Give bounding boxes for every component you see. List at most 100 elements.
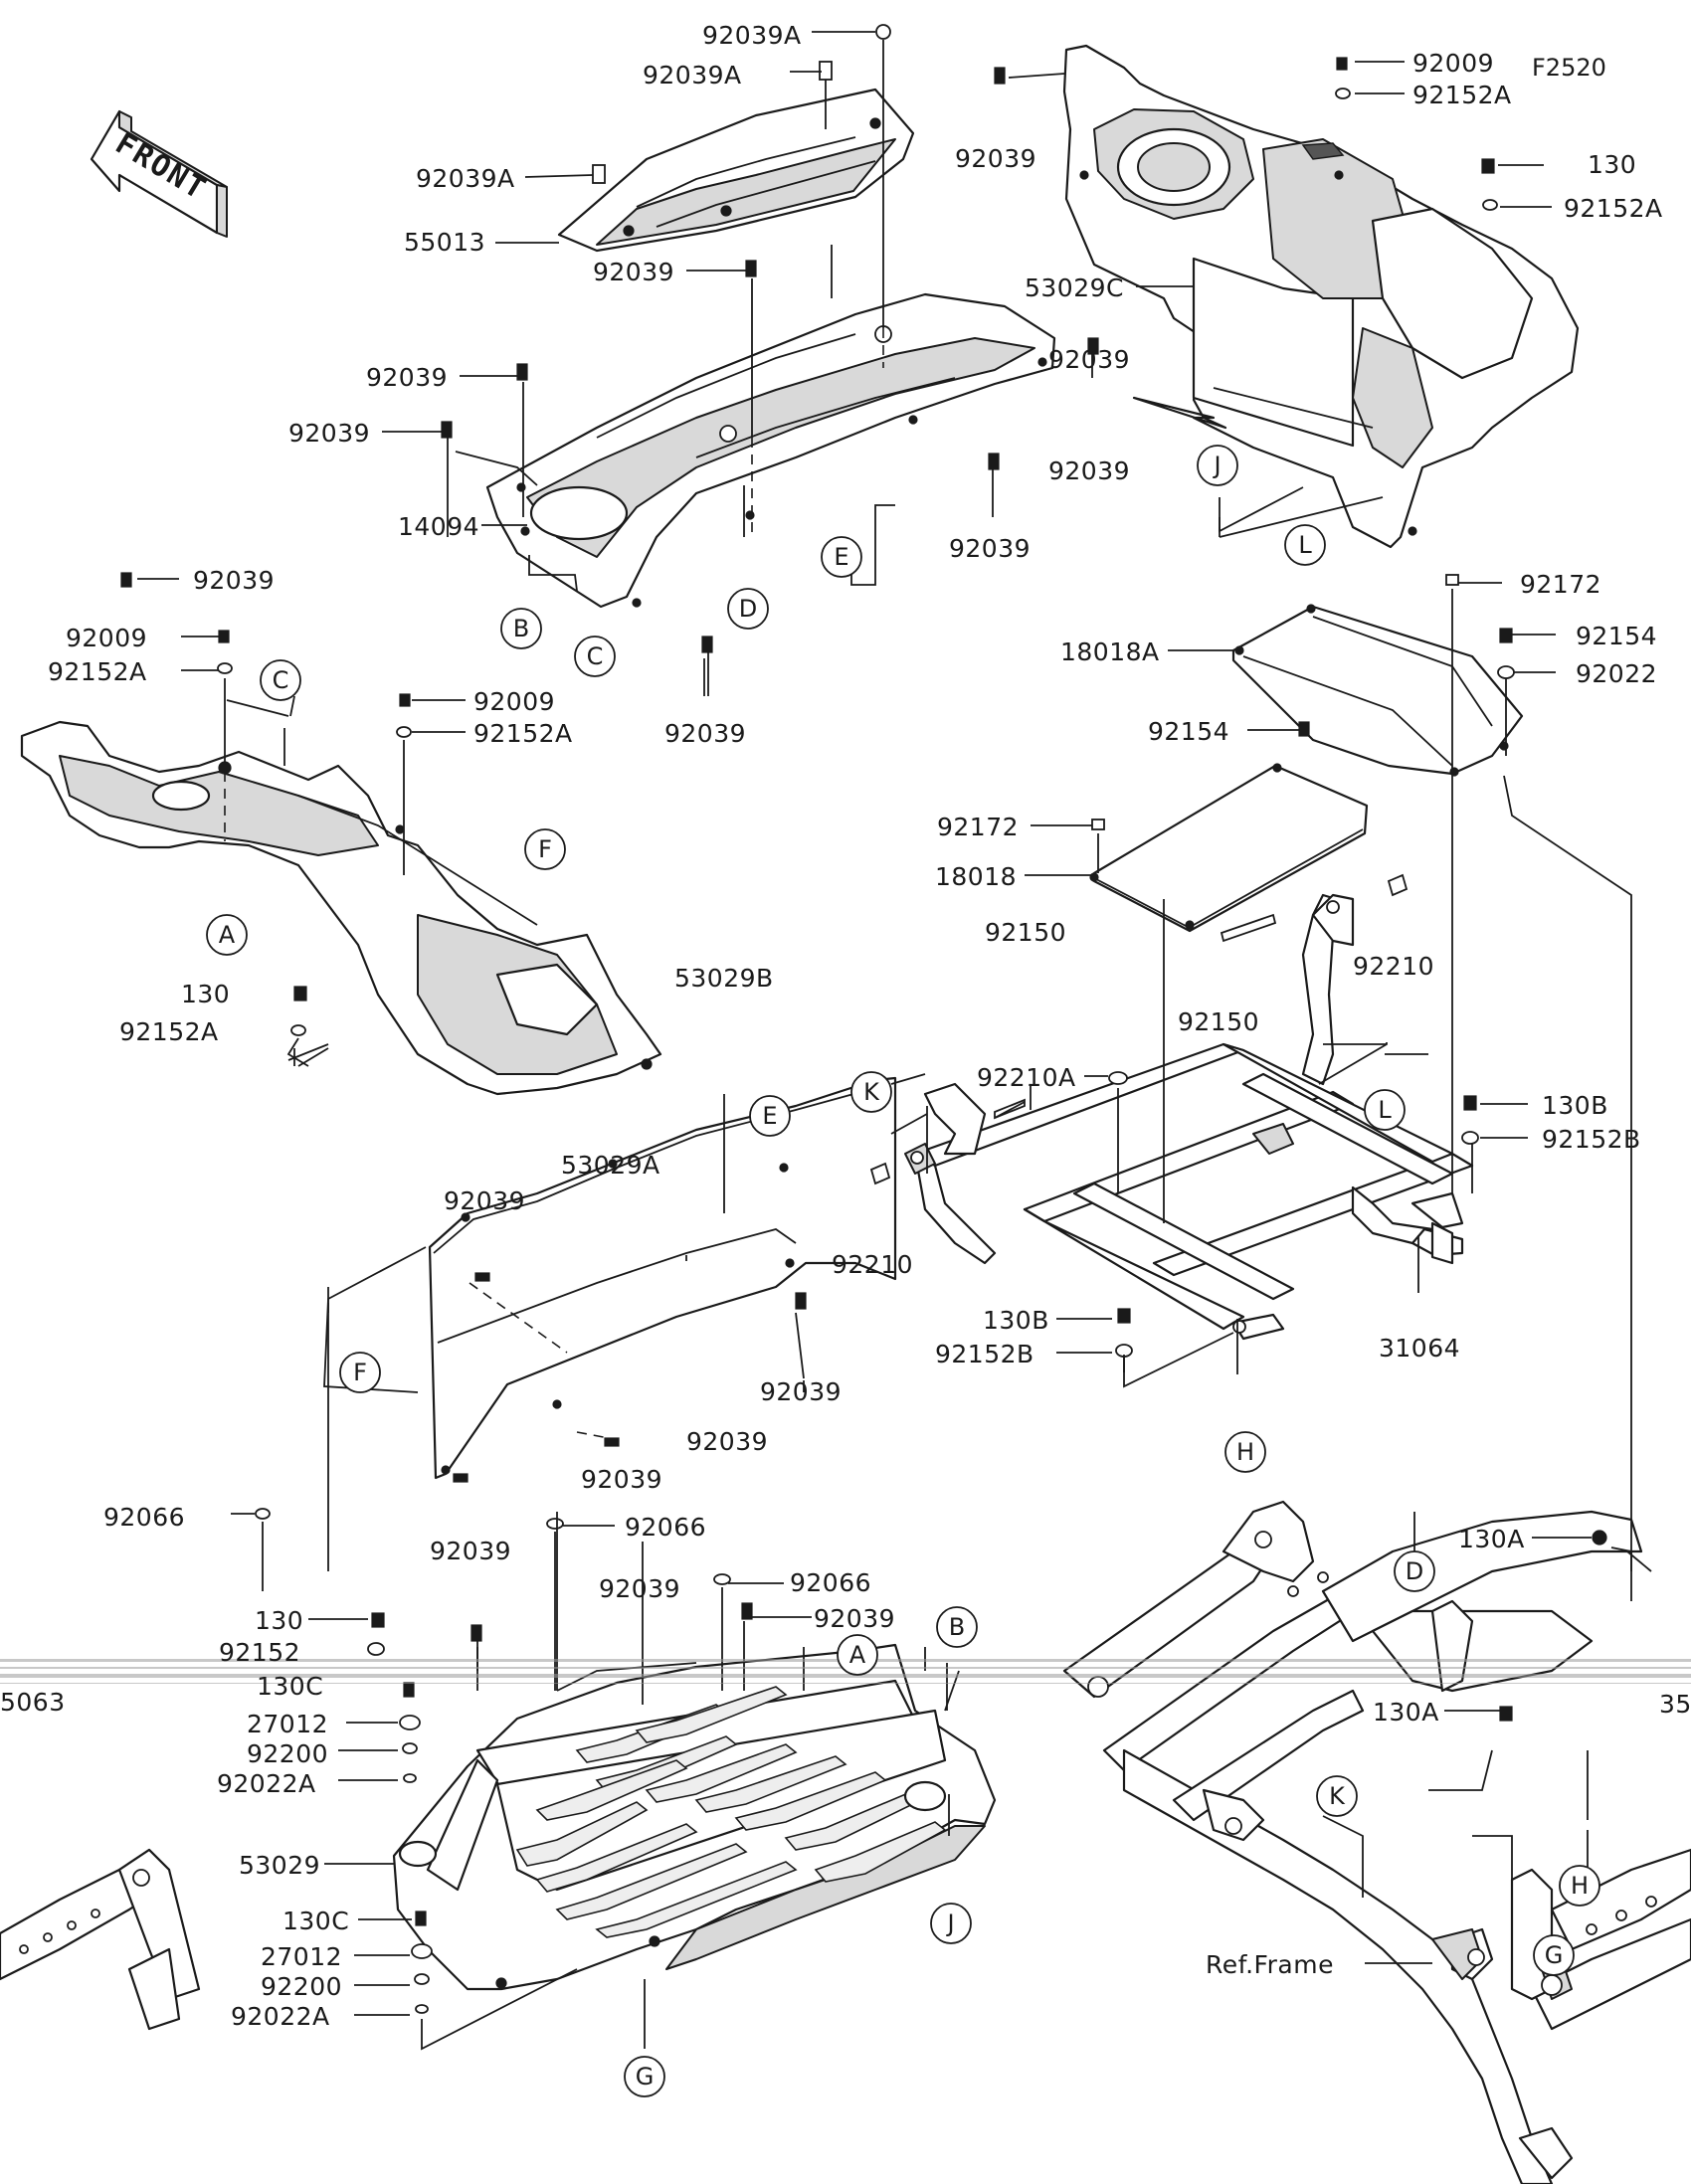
bolt-icon: [371, 1612, 385, 1628]
washer-icon: [1108, 1071, 1128, 1085]
part-label: 92039: [949, 534, 1031, 563]
part-label: 27012: [247, 1710, 328, 1738]
part-label: 5063: [0, 1688, 66, 1717]
bolt-icon: [415, 1911, 427, 1926]
part-label: 27012: [261, 1942, 342, 1971]
part-label: 92039A: [416, 164, 515, 193]
callout-circle: G: [624, 2056, 665, 2097]
svg-text:H: H: [1571, 1872, 1589, 1900]
part-label: 14094: [398, 512, 479, 541]
part-label: 92039: [430, 1537, 511, 1565]
part-label: 92152A: [473, 719, 573, 748]
part-label: 92039: [599, 1574, 680, 1603]
part-label: 92210: [832, 1250, 913, 1279]
rivet-icon: [474, 1272, 490, 1282]
part-label: 53029: [239, 1851, 320, 1880]
rivet-icon: [701, 636, 713, 653]
part-label: 130C: [257, 1672, 323, 1701]
callout-circle: L: [1364, 1089, 1406, 1131]
part-label: 92152A: [119, 1017, 219, 1046]
rivet-icon: [592, 164, 606, 184]
rivet-icon: [741, 1602, 753, 1620]
callouts: B C D E J C F A L K L H E F B A J G D K …: [206, 445, 1600, 2097]
part-label: 18018: [935, 862, 1017, 891]
part-label: 92154: [1148, 717, 1229, 746]
part-label: 92152A: [1412, 81, 1512, 109]
callout-circle: A: [206, 914, 248, 956]
hidden-lines: [224, 328, 884, 1439]
svg-text:L: L: [1298, 531, 1312, 559]
svg-text:D: D: [1406, 1557, 1423, 1585]
rivet-icon: [994, 67, 1006, 85]
rivet-icon: [795, 1292, 807, 1310]
screw-icon: [1091, 819, 1105, 830]
part-label: 92066: [790, 1568, 871, 1597]
callout-circle: D: [1394, 1550, 1435, 1592]
bolt-icon: [218, 630, 230, 643]
part-label: 53029C: [1025, 273, 1124, 302]
svg-text:B: B: [949, 1613, 965, 1641]
part-label: 35: [1659, 1690, 1691, 1719]
washer-icon: [403, 1773, 417, 1783]
bolt-icon: [1298, 721, 1310, 737]
skid-plate-18018A: [1231, 604, 1524, 777]
callout-circle: J: [1197, 445, 1238, 486]
washer-icon: [414, 1973, 430, 1985]
rivet-icon: [120, 572, 132, 588]
leader-lines: [137, 31, 1652, 2051]
svg-text:E: E: [762, 1102, 777, 1130]
callout-circle: K: [850, 1071, 892, 1113]
part-label: 92066: [625, 1513, 706, 1542]
part-label: 130: [181, 980, 230, 1008]
callout-circle: F: [524, 828, 566, 870]
callout-circle: F: [339, 1352, 381, 1393]
callout-circle: C: [260, 659, 301, 701]
part-label: 92152: [219, 1638, 300, 1667]
part-label: 92152A: [1564, 194, 1663, 223]
rivet-icon: [875, 24, 891, 40]
part-label: 130A: [1458, 1525, 1525, 1553]
callout-circle: K: [1316, 1775, 1358, 1817]
grommet-icon: [411, 1943, 433, 1959]
svg-text:H: H: [1236, 1438, 1254, 1466]
part-label: 55013: [404, 228, 485, 257]
plug-icon: [255, 1508, 271, 1520]
part-label: 92154: [1576, 622, 1657, 650]
callout-circle: E: [821, 536, 862, 578]
rivet-icon: [819, 61, 833, 81]
subframe-31064: [904, 893, 1474, 1341]
screw-icon: [1445, 574, 1459, 586]
callout-circle: E: [749, 1095, 791, 1137]
washer-icon: [1482, 199, 1498, 211]
part-label: 92210A: [977, 1063, 1076, 1092]
svg-text:E: E: [834, 543, 848, 571]
part-label: 92039: [1048, 456, 1130, 485]
callout-circle: G: [1533, 1934, 1575, 1976]
part-label: 92039: [593, 258, 674, 286]
callout-circle: H: [1559, 1865, 1600, 1907]
part-label: 53029A: [561, 1151, 660, 1180]
bolt-icon: [403, 1682, 415, 1698]
bolt-icon: [1592, 1530, 1607, 1546]
svg-text:A: A: [849, 1641, 866, 1669]
washer-icon: [1335, 88, 1351, 99]
part-label: 130B: [983, 1306, 1049, 1335]
nut-icon: [869, 1162, 891, 1185]
rivet-icon: [1087, 337, 1099, 355]
svg-text:J: J: [945, 1910, 954, 1937]
part-label: 92039: [444, 1186, 525, 1215]
washer-icon: [290, 1024, 306, 1036]
part-label: 92022A: [231, 2002, 330, 2031]
bolt-icon: [1463, 1095, 1477, 1111]
part-label: 92039: [955, 144, 1036, 173]
svg-text:K: K: [863, 1078, 880, 1106]
grommet-icon: [399, 1715, 421, 1730]
part-label: 92172: [1520, 570, 1601, 599]
bolt-icon: [1117, 1308, 1131, 1324]
callout-circle: C: [574, 636, 616, 677]
svg-text:B: B: [513, 615, 529, 642]
part-labels: 92039A 92039A 92039A 55013 92039 92039 9…: [0, 21, 1691, 2031]
washer-icon: [1461, 1131, 1479, 1145]
svg-text:A: A: [219, 921, 236, 949]
